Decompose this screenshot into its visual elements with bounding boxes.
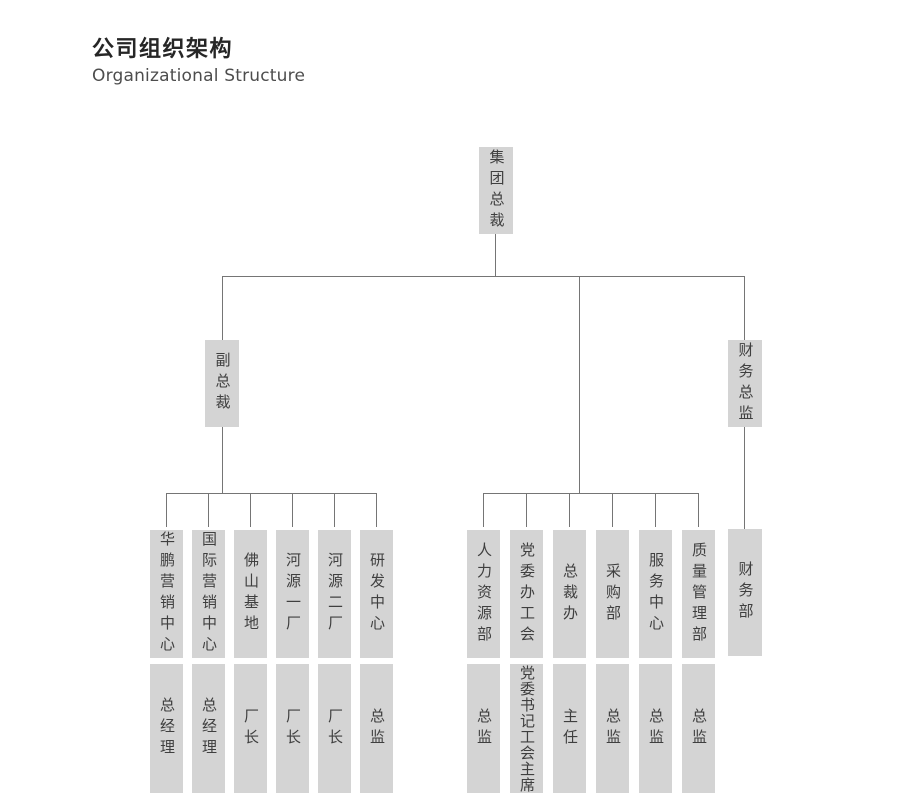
node-vp-role-1: 总经理: [150, 664, 183, 793]
node-label: 财务部: [736, 561, 755, 624]
node-label: 服务中心: [647, 552, 665, 636]
node-label: 总监: [368, 707, 386, 750]
connector-vp-bottom-drop: [222, 427, 223, 493]
node-label: 总经理: [200, 697, 218, 760]
page-header: 公司组织架构 Organizational Structure: [92, 31, 305, 86]
node-label: 厂长: [284, 707, 302, 750]
connector-cfo-top-drop: [744, 276, 745, 340]
page-title: 公司组织架构: [92, 37, 234, 62]
node-label: 质量管理部: [690, 541, 708, 647]
node-vp-role-5: 厂长: [318, 664, 351, 793]
node-label: 佛山基地: [242, 552, 260, 636]
node-label: 厂长: [242, 707, 260, 750]
node-label: 人力资源部: [475, 541, 493, 647]
node-label: 副总裁: [213, 352, 232, 415]
node-finance-director: 财务总监: [728, 340, 762, 427]
node-group-president: 集团总裁: [479, 147, 513, 234]
node-vp-dept-2: 国际营销中心: [192, 530, 225, 658]
node-label: 河源二厂: [326, 552, 344, 636]
node-vp-role-3: 厂长: [234, 664, 267, 793]
connector-stub: [250, 493, 251, 527]
connector-staff-branch-drop: [579, 276, 580, 494]
node-label: 华鹏营销中心: [158, 531, 176, 657]
node-label: 总监: [690, 707, 708, 750]
node-label: 总监: [475, 707, 493, 750]
node-staff-role-2: 党委书记工会主席: [510, 664, 543, 793]
node-label: 采购部: [604, 562, 622, 626]
node-staff-dept-6: 质量管理部: [682, 530, 715, 658]
connector-staff-depts-horizontal: [483, 493, 699, 494]
connector-stub: [526, 493, 527, 527]
node-label: 总裁办: [561, 562, 579, 626]
node-label: 厂长: [326, 707, 344, 750]
connector-stub: [292, 493, 293, 527]
connector-stub: [655, 493, 656, 527]
node-vp-role-6: 总监: [360, 664, 393, 793]
connector-stub: [208, 493, 209, 527]
node-vp-role-4: 厂长: [276, 664, 309, 793]
node-staff-dept-3: 总裁办: [553, 530, 586, 658]
node-label: 研发中心: [368, 552, 386, 636]
node-cfo-dept: 财务部: [728, 529, 762, 656]
node-label: 主任: [561, 707, 579, 750]
node-vp-dept-6: 研发中心: [360, 530, 393, 658]
node-label: 河源一厂: [284, 552, 302, 636]
node-vp-dept-3: 佛山基地: [234, 530, 267, 658]
node-label: 总监: [647, 707, 665, 750]
node-staff-role-1: 总监: [467, 664, 500, 793]
connector-stub: [612, 493, 613, 527]
node-label: 集团总裁: [487, 148, 506, 233]
node-vp-dept-4: 河源一厂: [276, 530, 309, 658]
connector-stub: [334, 493, 335, 527]
node-label: 党委办工会: [518, 541, 536, 647]
connector-stub: [166, 493, 167, 527]
node-staff-role-3: 主任: [553, 664, 586, 793]
connector-root-drop: [495, 234, 496, 277]
node-vp-dept-5: 河源二厂: [318, 530, 351, 658]
node-label: 国际营销中心: [200, 531, 218, 657]
node-staff-dept-2: 党委办工会: [510, 530, 543, 658]
node-vice-president: 副总裁: [205, 340, 239, 427]
connector-stub: [483, 493, 484, 527]
node-label: 党委书记工会主席: [518, 664, 536, 793]
connector-stub: [698, 493, 699, 527]
connector-vp-top-drop: [222, 276, 223, 340]
connector-stub: [376, 493, 377, 527]
node-label: 财务总监: [736, 341, 755, 426]
node-label: 总经理: [158, 697, 176, 760]
node-staff-dept-4: 采购部: [596, 530, 629, 658]
node-staff-role-4: 总监: [596, 664, 629, 793]
node-staff-dept-5: 服务中心: [639, 530, 672, 658]
page-subtitle: Organizational Structure: [92, 66, 306, 86]
connector-vp-depts-horizontal: [166, 493, 377, 494]
node-staff-role-5: 总监: [639, 664, 672, 793]
node-vp-role-2: 总经理: [192, 664, 225, 793]
node-vp-dept-1: 华鹏营销中心: [150, 530, 183, 658]
connector-level2-horizontal: [222, 276, 745, 277]
node-label: 总监: [604, 707, 622, 750]
connector-stub: [569, 493, 570, 527]
connector-cfo-dept-drop: [744, 427, 745, 529]
node-staff-role-6: 总监: [682, 664, 715, 793]
node-staff-dept-1: 人力资源部: [467, 530, 500, 658]
